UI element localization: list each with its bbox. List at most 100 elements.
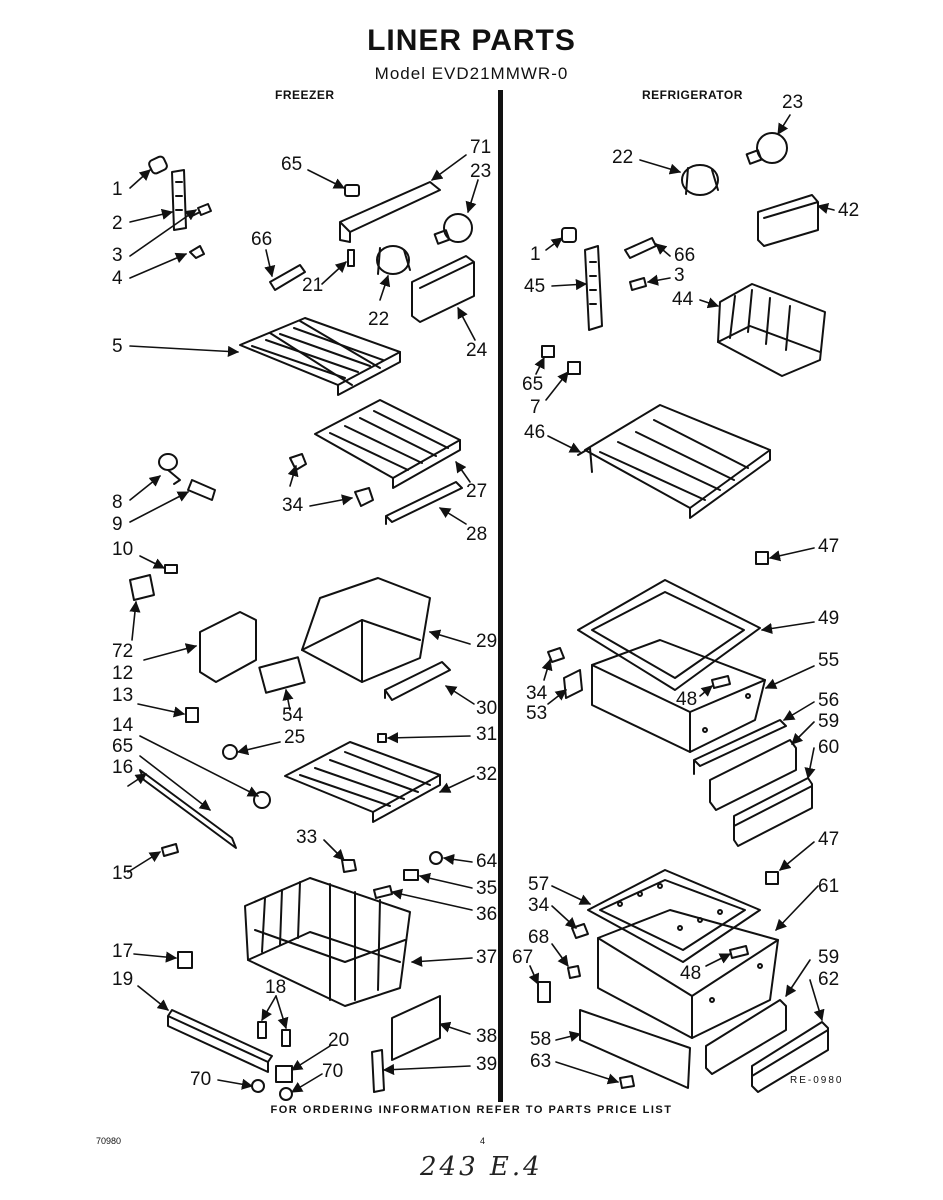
part-10-screw xyxy=(164,564,178,574)
part-23-bulb xyxy=(745,132,788,165)
callout-9: 9 xyxy=(112,514,123,535)
part-53-trim xyxy=(563,669,583,699)
callout-56: 56 xyxy=(818,690,840,711)
part-32-shelf xyxy=(284,741,441,823)
part-2-strip xyxy=(171,169,187,231)
part-16-rail xyxy=(139,769,237,849)
document-code: 70980 xyxy=(96,1136,122,1146)
handwritten-note: 243 E.4 xyxy=(420,1152,543,1182)
callout-18: 18 xyxy=(265,977,287,998)
callout-34r: 34 xyxy=(526,683,548,704)
part-45-strip xyxy=(584,245,603,331)
part-38-trim xyxy=(391,995,441,1061)
callout-47b: 47 xyxy=(818,829,840,850)
part-44-bin xyxy=(717,283,826,377)
callout-53: 53 xyxy=(526,703,548,724)
callout-1r: 1 xyxy=(530,244,541,265)
callout-34rb: 34 xyxy=(528,895,550,916)
part-33-clip xyxy=(341,859,357,873)
callout-42: 42 xyxy=(838,200,860,221)
callout-17: 17 xyxy=(112,941,134,962)
freezer-parts xyxy=(129,155,475,1101)
callout-68: 68 xyxy=(528,927,550,948)
part-22-socket xyxy=(681,164,719,196)
callout-14: 14 xyxy=(112,715,134,736)
center-divider xyxy=(498,90,503,1102)
callout-66: 66 xyxy=(251,229,273,250)
part-35-screw xyxy=(403,869,419,881)
callout-29: 29 xyxy=(476,631,498,652)
part-36-screw xyxy=(373,885,393,899)
leader-lines xyxy=(127,114,835,1093)
callout-62: 62 xyxy=(818,969,840,990)
callout-64: 64 xyxy=(476,851,498,872)
callout-67: 67 xyxy=(512,947,534,968)
callout-58: 58 xyxy=(530,1029,552,1050)
part-67-bracket xyxy=(537,981,551,1003)
part-56-trim xyxy=(693,719,787,775)
part-48-screw-b xyxy=(729,945,749,959)
model-number: Model EVD21MMWR-0 xyxy=(374,64,569,83)
callout-23r: 23 xyxy=(782,92,804,113)
callout-23: 23 xyxy=(470,161,492,182)
part-30-trim xyxy=(384,661,451,701)
part-59-panel xyxy=(709,739,797,811)
callout-47: 47 xyxy=(818,536,840,557)
part-66-tube xyxy=(269,264,306,291)
part-13-clip xyxy=(185,707,199,723)
part-31-screw xyxy=(377,733,387,743)
part-19-rail xyxy=(167,1009,273,1073)
part-58-plate xyxy=(579,1009,691,1089)
part-63-screw xyxy=(619,1075,635,1089)
callout-55: 55 xyxy=(818,650,840,671)
part-34-clip-b xyxy=(354,487,374,507)
part-17-clip xyxy=(177,951,193,969)
callout-34: 34 xyxy=(282,495,304,516)
callout-22: 22 xyxy=(368,309,390,330)
callout-35: 35 xyxy=(476,878,498,899)
part-27-shelf xyxy=(314,399,461,489)
part-15-screw xyxy=(161,843,179,857)
part-60-panel xyxy=(733,777,813,847)
part-28-trim xyxy=(385,481,463,525)
callout-5: 5 xyxy=(112,336,123,357)
part-22-socket xyxy=(376,245,411,275)
callout-4: 4 xyxy=(112,268,123,289)
callout-46: 46 xyxy=(524,422,546,443)
page-number: 4 xyxy=(480,1136,486,1146)
callout-59b: 59 xyxy=(818,947,840,968)
callout-24: 24 xyxy=(466,340,488,361)
callout-33: 33 xyxy=(296,827,318,848)
part-12-cover xyxy=(199,611,257,683)
callout-57: 57 xyxy=(528,874,550,895)
refrigerator-section-label: REFRIGERATOR xyxy=(642,88,743,102)
callout-2: 2 xyxy=(112,213,123,234)
part-64-nut xyxy=(429,851,443,865)
callout-60: 60 xyxy=(818,737,840,758)
callout-65b: 65 xyxy=(112,736,134,757)
callout-15: 15 xyxy=(112,863,134,884)
ordering-note: FOR ORDERING INFORMATION REFER TO PARTS … xyxy=(270,1104,673,1116)
callout-3: 3 xyxy=(112,245,123,266)
callout-32: 32 xyxy=(476,764,498,785)
callout-49: 49 xyxy=(818,608,840,629)
callout-45: 45 xyxy=(524,276,546,297)
callout-25: 25 xyxy=(284,727,306,748)
part-21-screw xyxy=(347,249,355,267)
part-18-screw xyxy=(257,1021,291,1047)
callout-8: 8 xyxy=(112,492,123,513)
callout-30: 30 xyxy=(476,698,498,719)
part-48-screw xyxy=(711,675,731,689)
callout-10: 10 xyxy=(112,539,134,560)
callout-12: 12 xyxy=(112,663,134,684)
callout-20: 20 xyxy=(328,1030,350,1051)
part-46-shelf xyxy=(577,404,771,519)
part-65-clip xyxy=(541,345,555,358)
part-1-socket xyxy=(148,155,168,175)
part-66-tube xyxy=(624,237,657,259)
part-55-drawer xyxy=(591,639,766,753)
part-34-clip xyxy=(547,647,565,663)
callout-27: 27 xyxy=(466,481,488,502)
callout-65: 65 xyxy=(281,154,303,175)
